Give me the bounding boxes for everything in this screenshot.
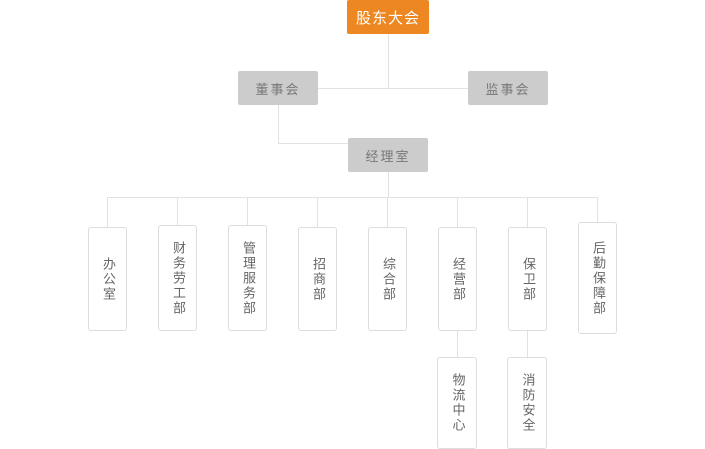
connector-drop-dept-1 (107, 197, 108, 227)
node-label: 经理室 (365, 149, 411, 165)
node-department-operations[interactable]: 经营部 (438, 227, 477, 331)
connector-drop-dept-8 (597, 197, 598, 222)
connector-level2-horizontal (318, 88, 468, 89)
node-subdepartment-fire-safety[interactable]: 消防安全 (507, 357, 547, 449)
node-department-general[interactable]: 综合部 (368, 227, 407, 331)
connector-department-bar (107, 197, 598, 198)
connector-manager-down (388, 172, 389, 197)
node-board-of-supervisors[interactable]: 监事会 (468, 71, 548, 105)
node-label: 后勤保障部 (590, 240, 605, 316)
connector-drop-sub-1 (457, 330, 458, 357)
connector-drop-dept-6 (457, 197, 458, 227)
node-label: 保卫部 (520, 256, 535, 302)
node-department-office[interactable]: 办公室 (88, 227, 127, 331)
connector-root-down (388, 34, 389, 88)
connector-drop-dept-5 (387, 197, 388, 227)
node-label: 董事会 (255, 82, 301, 98)
node-label: 经营部 (450, 256, 465, 302)
node-label: 管理服务部 (240, 240, 255, 316)
node-board-of-directors[interactable]: 董事会 (238, 71, 318, 105)
connector-drop-dept-2 (177, 197, 178, 227)
node-label: 股东大会 (355, 8, 420, 27)
node-department-logistics-support[interactable]: 后勤保障部 (578, 222, 617, 334)
node-manager-office[interactable]: 经理室 (348, 138, 428, 172)
node-department-management-service[interactable]: 管理服务部 (228, 225, 267, 331)
node-label: 物流中心 (449, 373, 465, 433)
node-department-finance-labor[interactable]: 财务劳工部 (158, 225, 197, 331)
connector-drop-sub-2 (527, 330, 528, 357)
node-shareholders-meeting[interactable]: 股东大会 (347, 0, 429, 34)
connector-drop-dept-3 (247, 197, 248, 227)
connector-drop-dept-4 (317, 197, 318, 227)
connector-board-to-manager (278, 143, 348, 144)
node-subdepartment-logistics-center[interactable]: 物流中心 (437, 357, 477, 449)
node-department-investment[interactable]: 招商部 (298, 227, 337, 331)
node-label: 监事会 (485, 82, 531, 98)
node-label: 财务劳工部 (170, 240, 185, 316)
connector-board-down (278, 105, 279, 143)
node-label: 招商部 (310, 256, 325, 302)
node-department-security[interactable]: 保卫部 (508, 227, 547, 331)
node-label: 综合部 (380, 256, 395, 302)
node-label: 办公室 (100, 256, 115, 302)
node-label: 消防安全 (519, 373, 535, 433)
connector-drop-dept-7 (527, 197, 528, 227)
